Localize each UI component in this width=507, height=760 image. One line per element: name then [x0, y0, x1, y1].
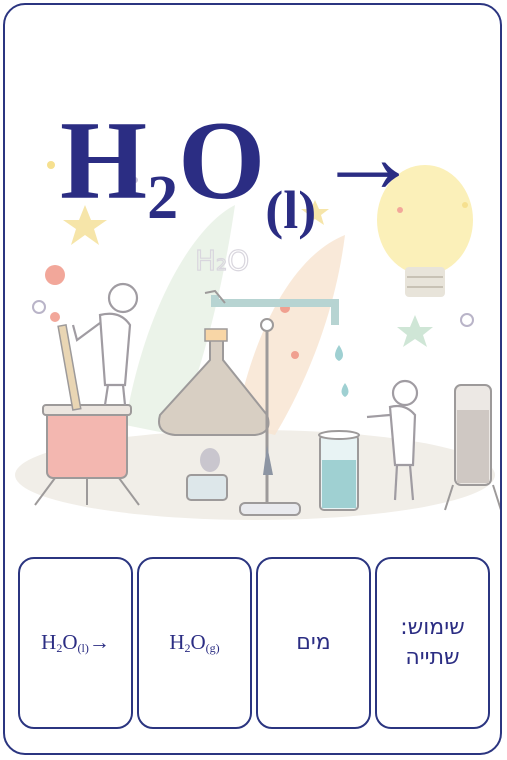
svg-text:H₂O: H₂O [195, 244, 249, 277]
formula-h: H [60, 99, 148, 223]
tile-name-text: מים [296, 630, 331, 656]
tile-usage[interactable]: שימוש:שתייה [375, 557, 490, 729]
formula-arrow: → [316, 100, 421, 215]
formula-subscript-2: 2 [147, 164, 179, 232]
formula-o: O [178, 99, 266, 223]
tile-usage-text: שימוש:שתייה [400, 615, 465, 670]
test-tube-icon [444, 384, 500, 511]
formula-state: (l) [265, 180, 317, 240]
light-bulb-icon [377, 165, 473, 297]
tile-name[interactable]: מים [256, 557, 371, 729]
tile-formula: H2O(l)→ [41, 630, 110, 655]
chemistry-lab-scene: H₂O [15, 161, 500, 520]
star-icon [63, 200, 329, 245]
burner-icon [34, 324, 140, 506]
beaker-icon [318, 430, 360, 511]
main-formula: H2O(l)→ [60, 105, 420, 237]
scientist-figure [71, 282, 139, 406]
answer-tiles: H2O(l)→ H2O(g) מים שימוש:שתייה [18, 557, 490, 731]
flash-card: H₂O [3, 3, 502, 755]
tile-gas-formula[interactable]: H2O(g) [137, 557, 252, 729]
tile-formula: H2O(g) [169, 630, 220, 655]
tile-liquid-reaction[interactable]: H2O(l)→ [18, 557, 133, 729]
